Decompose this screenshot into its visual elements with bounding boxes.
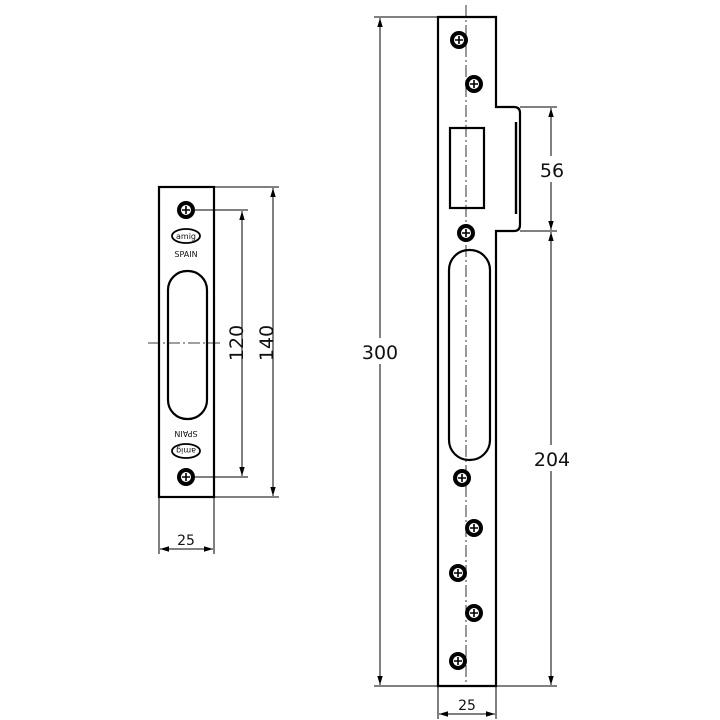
screw-hole-icon: [448, 563, 468, 583]
large-plate-outline: [436, 15, 522, 688]
latch-opening: [448, 126, 486, 210]
extension-lines: [158, 497, 215, 554]
brand-logo-top: amig: [171, 228, 201, 244]
screw-hole-icon: [448, 651, 468, 671]
brand-logo-bottom: amig: [171, 443, 201, 459]
screw-hole-icon: [176, 200, 196, 220]
screw-hole-icon: [449, 30, 469, 50]
screw-hole-icon: [464, 518, 484, 538]
dimension-label-204: 204: [534, 449, 570, 471]
dimension-label-56: 56: [540, 160, 564, 182]
dimension-label-120: 120: [226, 325, 248, 361]
dimension-label-25: 25: [458, 698, 476, 714]
small-plate-outline: [157, 185, 216, 499]
extension-lines: [437, 686, 497, 719]
extension-lines: [195, 209, 248, 478]
extension-lines: [214, 186, 279, 498]
large-strike-plate: 300 56 204 25: [362, 5, 574, 719]
screw-hole-icon: [464, 603, 484, 623]
svg-text:amig: amig: [176, 446, 196, 455]
small-plate-slot: [166, 269, 209, 421]
origin-label-bottom: SPAIN: [174, 429, 197, 438]
dimension-label-140: 140: [256, 325, 278, 361]
svg-text:amig: amig: [176, 232, 196, 241]
origin-label-top: SPAIN: [174, 250, 197, 259]
dimension-label-300: 300: [362, 342, 398, 364]
extension-lines: [496, 106, 557, 687]
screw-hole-icon: [456, 223, 476, 243]
screw-hole-icon: [452, 468, 472, 488]
extension-lines: [374, 16, 438, 687]
dimension-label-25: 25: [177, 533, 195, 549]
screw-hole-icon: [176, 467, 196, 487]
screw-hole-icon: [464, 74, 484, 94]
small-strike-plate: amig SPAIN amig SPAIN 120 140 25: [148, 185, 279, 554]
large-plate-slot: [447, 248, 492, 462]
